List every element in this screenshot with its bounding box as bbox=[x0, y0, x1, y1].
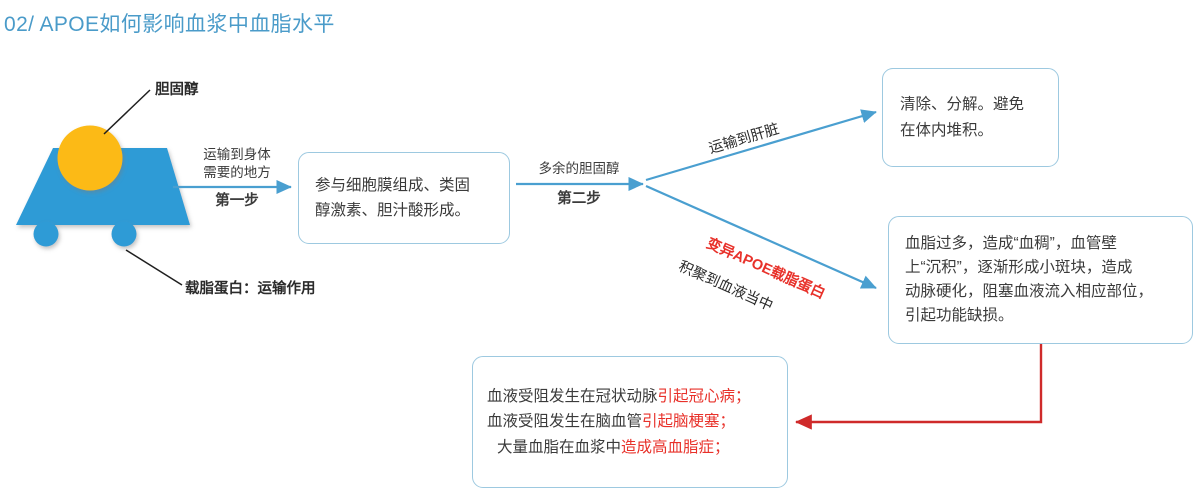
box-liver-clearance: 清除、分解。避免 在体内堆积。 bbox=[882, 68, 1059, 167]
cholesterol-label: 胆固醇 bbox=[155, 82, 199, 98]
cholesterol-circle bbox=[57, 125, 123, 191]
disease-line-1-black: 血液受阻发生在冠状动脉 bbox=[487, 388, 658, 406]
box-line: 醇激素、胆汁酸形成。 bbox=[315, 202, 471, 219]
box-line: 引起功能缺损。 bbox=[905, 307, 1014, 325]
step2-order-label: 第二步 bbox=[557, 191, 601, 207]
disease-line-2: 血液受阻发生在脑血管引起脑梗塞； bbox=[487, 409, 787, 434]
branch-down-arrow bbox=[645, 184, 877, 290]
step1-label-line2: 需要的地方 bbox=[203, 165, 271, 180]
box-line: 上“沉积”，逐渐形成小斑块，造成 bbox=[905, 258, 1133, 276]
branch-up-arrow bbox=[645, 109, 877, 182]
box-line: 清除、分解。避免 bbox=[900, 96, 1025, 114]
cholesterol-leader-line bbox=[103, 89, 151, 135]
apolipoprotein-label: 载脂蛋白：运输作用 bbox=[185, 281, 316, 297]
cart-wheel-right-icon bbox=[111, 221, 137, 247]
step1-order-label: 第一步 bbox=[215, 193, 259, 209]
box-line: 动脉硬化，阻塞血液流入相应部位， bbox=[905, 283, 1154, 300]
apolipoprotein-leader-line bbox=[125, 249, 183, 286]
page-title: 02/ APOE如何影响血浆中血脂水平 bbox=[4, 13, 335, 36]
box-cholesterol-function: 参与细胞膜组成、类固 醇激素、胆汁酸形成。 bbox=[298, 152, 510, 244]
disease-line-3: 大量血脂在血浆中造成高血脂症； bbox=[487, 435, 787, 460]
disease-line-1: 血液受阻发生在冠状动脉引起冠心病； bbox=[487, 384, 787, 409]
disease-line-1-red: 引起冠心病； bbox=[657, 388, 751, 406]
disease-line-2-black: 血液受阻发生在脑血管 bbox=[487, 413, 643, 431]
cart-wheel-left-icon bbox=[33, 221, 59, 247]
disease-line-3-black: 大量血脂在血浆中 bbox=[497, 438, 622, 456]
box-disease-outcomes: 血液受阻发生在冠状动脉引起冠心病； 血液受阻发生在脑血管引起脑梗塞； 大量血脂在… bbox=[472, 356, 788, 488]
box-line: 在体内堆积。 bbox=[900, 121, 994, 139]
disease-line-2-red: 引起脑梗塞； bbox=[642, 413, 736, 431]
box-line: 参与细胞膜组成、类固 bbox=[315, 176, 471, 194]
step2-label: 多余的胆固醇 bbox=[538, 161, 620, 176]
disease-line-3-red: 造成高血脂症； bbox=[621, 438, 730, 456]
lipid-to-disease-arrow bbox=[795, 344, 1043, 430]
step1-label-line1: 运输到身体 bbox=[203, 147, 271, 162]
box-line: 血脂过多，造成“血稠”，血管壁 bbox=[905, 234, 1117, 252]
box-hyperlipidemia-effect: 血脂过多，造成“血稠”，血管壁 上“沉积”，逐渐形成小斑块，造成 动脉硬化，阻塞… bbox=[888, 216, 1193, 344]
